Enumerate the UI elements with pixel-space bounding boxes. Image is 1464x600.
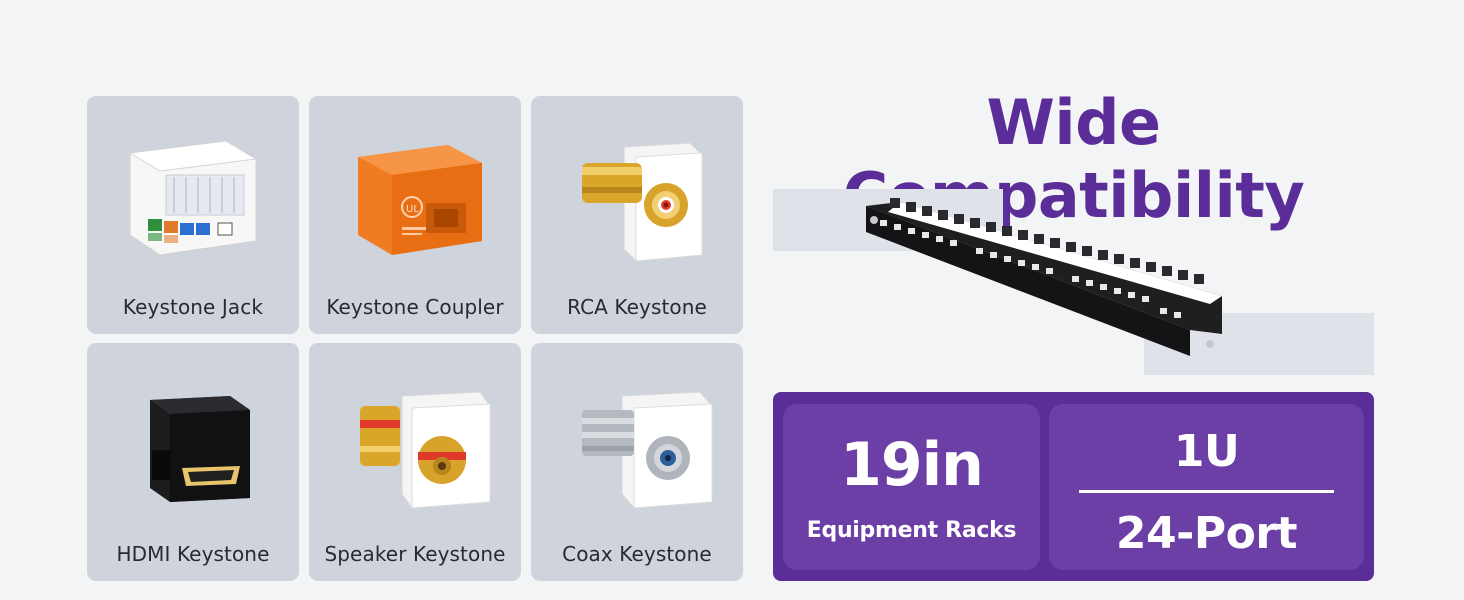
product-card-keystone-coupler: UL Keystone Coupler (309, 96, 521, 334)
product-label: Keystone Jack (122, 295, 264, 319)
rack-units-value: 1U (1173, 426, 1240, 477)
keystone-coupler-icon: UL (309, 114, 521, 282)
product-card-coax-keystone: Coax Keystone (531, 343, 743, 581)
product-grid: Keystone Jack UL Keystone Coupler (87, 96, 745, 582)
spec-divider (1079, 490, 1334, 493)
product-label: Keystone Coupler (326, 295, 504, 319)
product-card-hdmi-keystone: HDMI Keystone (87, 343, 299, 581)
product-card-rca-keystone: RCA Keystone (531, 96, 743, 334)
product-label: Coax Keystone (562, 542, 712, 566)
product-card-keystone-jack: Keystone Jack (87, 96, 299, 334)
speaker-keystone-icon (309, 361, 521, 529)
product-label: Speaker Keystone (324, 542, 506, 566)
port-count-value: 24-Port (1115, 508, 1298, 559)
spec-height-ports: 1U 24-Port (1049, 404, 1364, 570)
product-label: RCA Keystone (567, 295, 707, 319)
rack-size-label: Equipment Racks (806, 518, 1017, 543)
svg-text:UL: UL (406, 204, 419, 215)
keystone-jack-icon (87, 114, 299, 282)
hdmi-keystone-icon (87, 361, 299, 529)
specs-panel: 19in Equipment Racks 1U 24-Port (773, 392, 1374, 581)
rack-size-value: 19in (840, 430, 984, 500)
product-label: HDMI Keystone (116, 542, 270, 566)
product-card-speaker-keystone: Speaker Keystone (309, 343, 521, 581)
rca-keystone-icon (531, 114, 743, 282)
patch-panel-image (860, 184, 1232, 374)
coax-keystone-icon (531, 361, 743, 529)
spec-rack-size: 19in Equipment Racks (783, 404, 1040, 570)
